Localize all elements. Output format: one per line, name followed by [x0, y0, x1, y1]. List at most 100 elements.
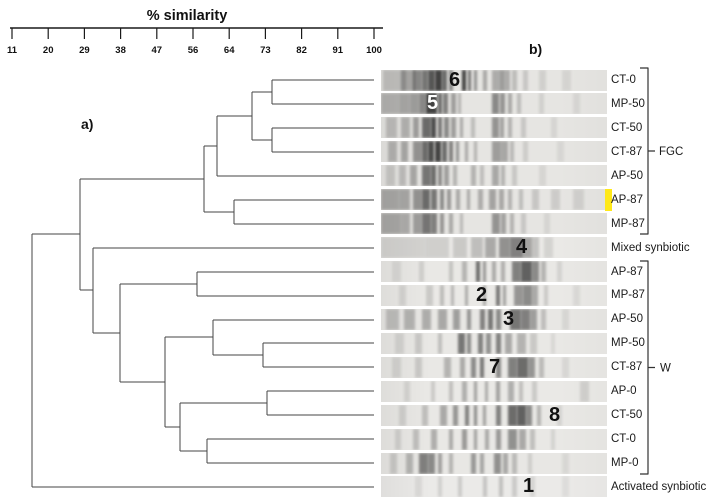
lane-label: AP-0 — [611, 385, 637, 398]
gel-band — [435, 141, 441, 163]
gel-band — [482, 404, 487, 426]
gel-band — [448, 213, 454, 235]
gel-band — [530, 476, 535, 498]
axis-tick-label: 29 — [79, 45, 90, 56]
gel-band — [385, 308, 400, 330]
gel-band — [484, 237, 497, 259]
gel-band — [421, 117, 431, 139]
gel-band — [484, 380, 489, 402]
gel-band — [460, 356, 465, 378]
gel-band — [430, 117, 437, 139]
gel-band — [541, 308, 546, 330]
gel-band — [496, 332, 501, 354]
gel-band — [437, 308, 447, 330]
panel-a-label: a) — [81, 116, 94, 132]
gel-band — [539, 69, 546, 91]
gel-band — [444, 356, 452, 378]
gel-band — [512, 476, 517, 498]
gel-band — [573, 284, 580, 306]
gel-band — [516, 93, 522, 115]
gel-band — [550, 332, 556, 354]
dendrogram — [31, 79, 374, 488]
gel-band — [401, 69, 415, 91]
gel-band — [421, 213, 431, 235]
gel-band — [405, 452, 413, 474]
gel-band — [401, 117, 411, 139]
gel-band — [381, 237, 427, 259]
gel-band — [428, 452, 436, 474]
gel-band — [543, 284, 549, 306]
gel-band — [482, 69, 488, 91]
gel-lane — [381, 452, 607, 474]
gel-band — [521, 308, 531, 330]
gel-band — [491, 93, 499, 115]
gel-band — [448, 69, 454, 91]
band-number-text: 7 — [489, 356, 501, 378]
gel-band — [419, 93, 427, 115]
gel-lane — [381, 189, 607, 211]
gel-band — [489, 189, 497, 211]
gel-band — [486, 332, 491, 354]
gel-band — [561, 69, 571, 91]
lane-label: CT-50 — [611, 121, 643, 134]
lane-label: CT-87 — [611, 361, 643, 374]
gel-band — [421, 308, 431, 330]
gel-lane — [381, 428, 607, 450]
gel-lane: 6* — [381, 69, 607, 91]
gel-band — [536, 404, 542, 426]
group-bracket — [640, 67, 655, 235]
axis-tick-label: 38 — [115, 45, 126, 56]
gel-band — [499, 93, 506, 115]
gel-band — [442, 69, 447, 91]
gel-band — [455, 189, 461, 211]
gel-band — [561, 452, 569, 474]
gel-band — [430, 380, 436, 402]
gel-band — [453, 404, 458, 426]
gel-band — [437, 93, 443, 115]
gel-band — [494, 452, 501, 474]
band-number: 7* — [489, 356, 509, 378]
gel-band — [523, 141, 528, 163]
gel-band — [460, 117, 464, 139]
gel-band — [518, 189, 524, 211]
gel-band — [496, 308, 501, 330]
band-number: 3* — [503, 308, 523, 330]
gel-band — [573, 93, 580, 115]
gel-band — [471, 452, 476, 474]
lane-label: CT-0 — [611, 74, 636, 86]
gel-band — [466, 308, 472, 330]
gel-band — [512, 165, 517, 187]
gel-band — [514, 284, 524, 306]
lane-label: MP-50 — [611, 337, 645, 350]
gel-band — [381, 213, 402, 235]
gel-band — [530, 428, 535, 450]
gel-band — [507, 356, 517, 378]
gel-band — [426, 237, 449, 259]
axis-tick-label: 56 — [188, 45, 199, 56]
axis-tick-label: 73 — [260, 45, 271, 56]
gel-band — [387, 141, 397, 163]
gel-band — [488, 308, 493, 330]
band-number-text: 1 — [523, 476, 535, 498]
gel-band — [491, 117, 499, 139]
band-number-text: 5 — [427, 93, 439, 115]
gel-band — [439, 213, 445, 235]
gel-band — [426, 284, 433, 306]
axis-tick-label: 100 — [366, 45, 382, 56]
asterisk-icon: * — [563, 405, 569, 408]
gel-band — [512, 261, 522, 283]
gel-band — [437, 332, 443, 354]
gel-band — [401, 213, 411, 235]
band-number-text: 3 — [503, 308, 515, 330]
gel-band — [462, 69, 466, 91]
gel-band — [412, 117, 420, 139]
gel-band — [496, 380, 500, 402]
lane-label: AP-87 — [611, 265, 643, 278]
gel-band — [507, 404, 517, 426]
gel-band — [448, 141, 454, 163]
gel-band — [507, 189, 513, 211]
